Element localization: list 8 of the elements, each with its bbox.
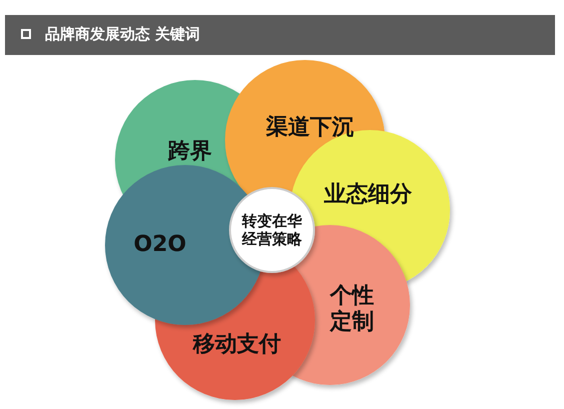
- keyword: 移动支付: [193, 332, 281, 358]
- keyword: 渠道下沉: [266, 114, 354, 142]
- keyword: O2O: [134, 232, 186, 258]
- keyword: 个性定制: [328, 284, 375, 336]
- keyword: 转变在华经营策略: [240, 212, 303, 248]
- title: 品牌商发展动态 关键词: [45, 25, 200, 44]
- keyword: 业态细分: [324, 182, 412, 208]
- keyword: 跨界: [168, 138, 212, 166]
